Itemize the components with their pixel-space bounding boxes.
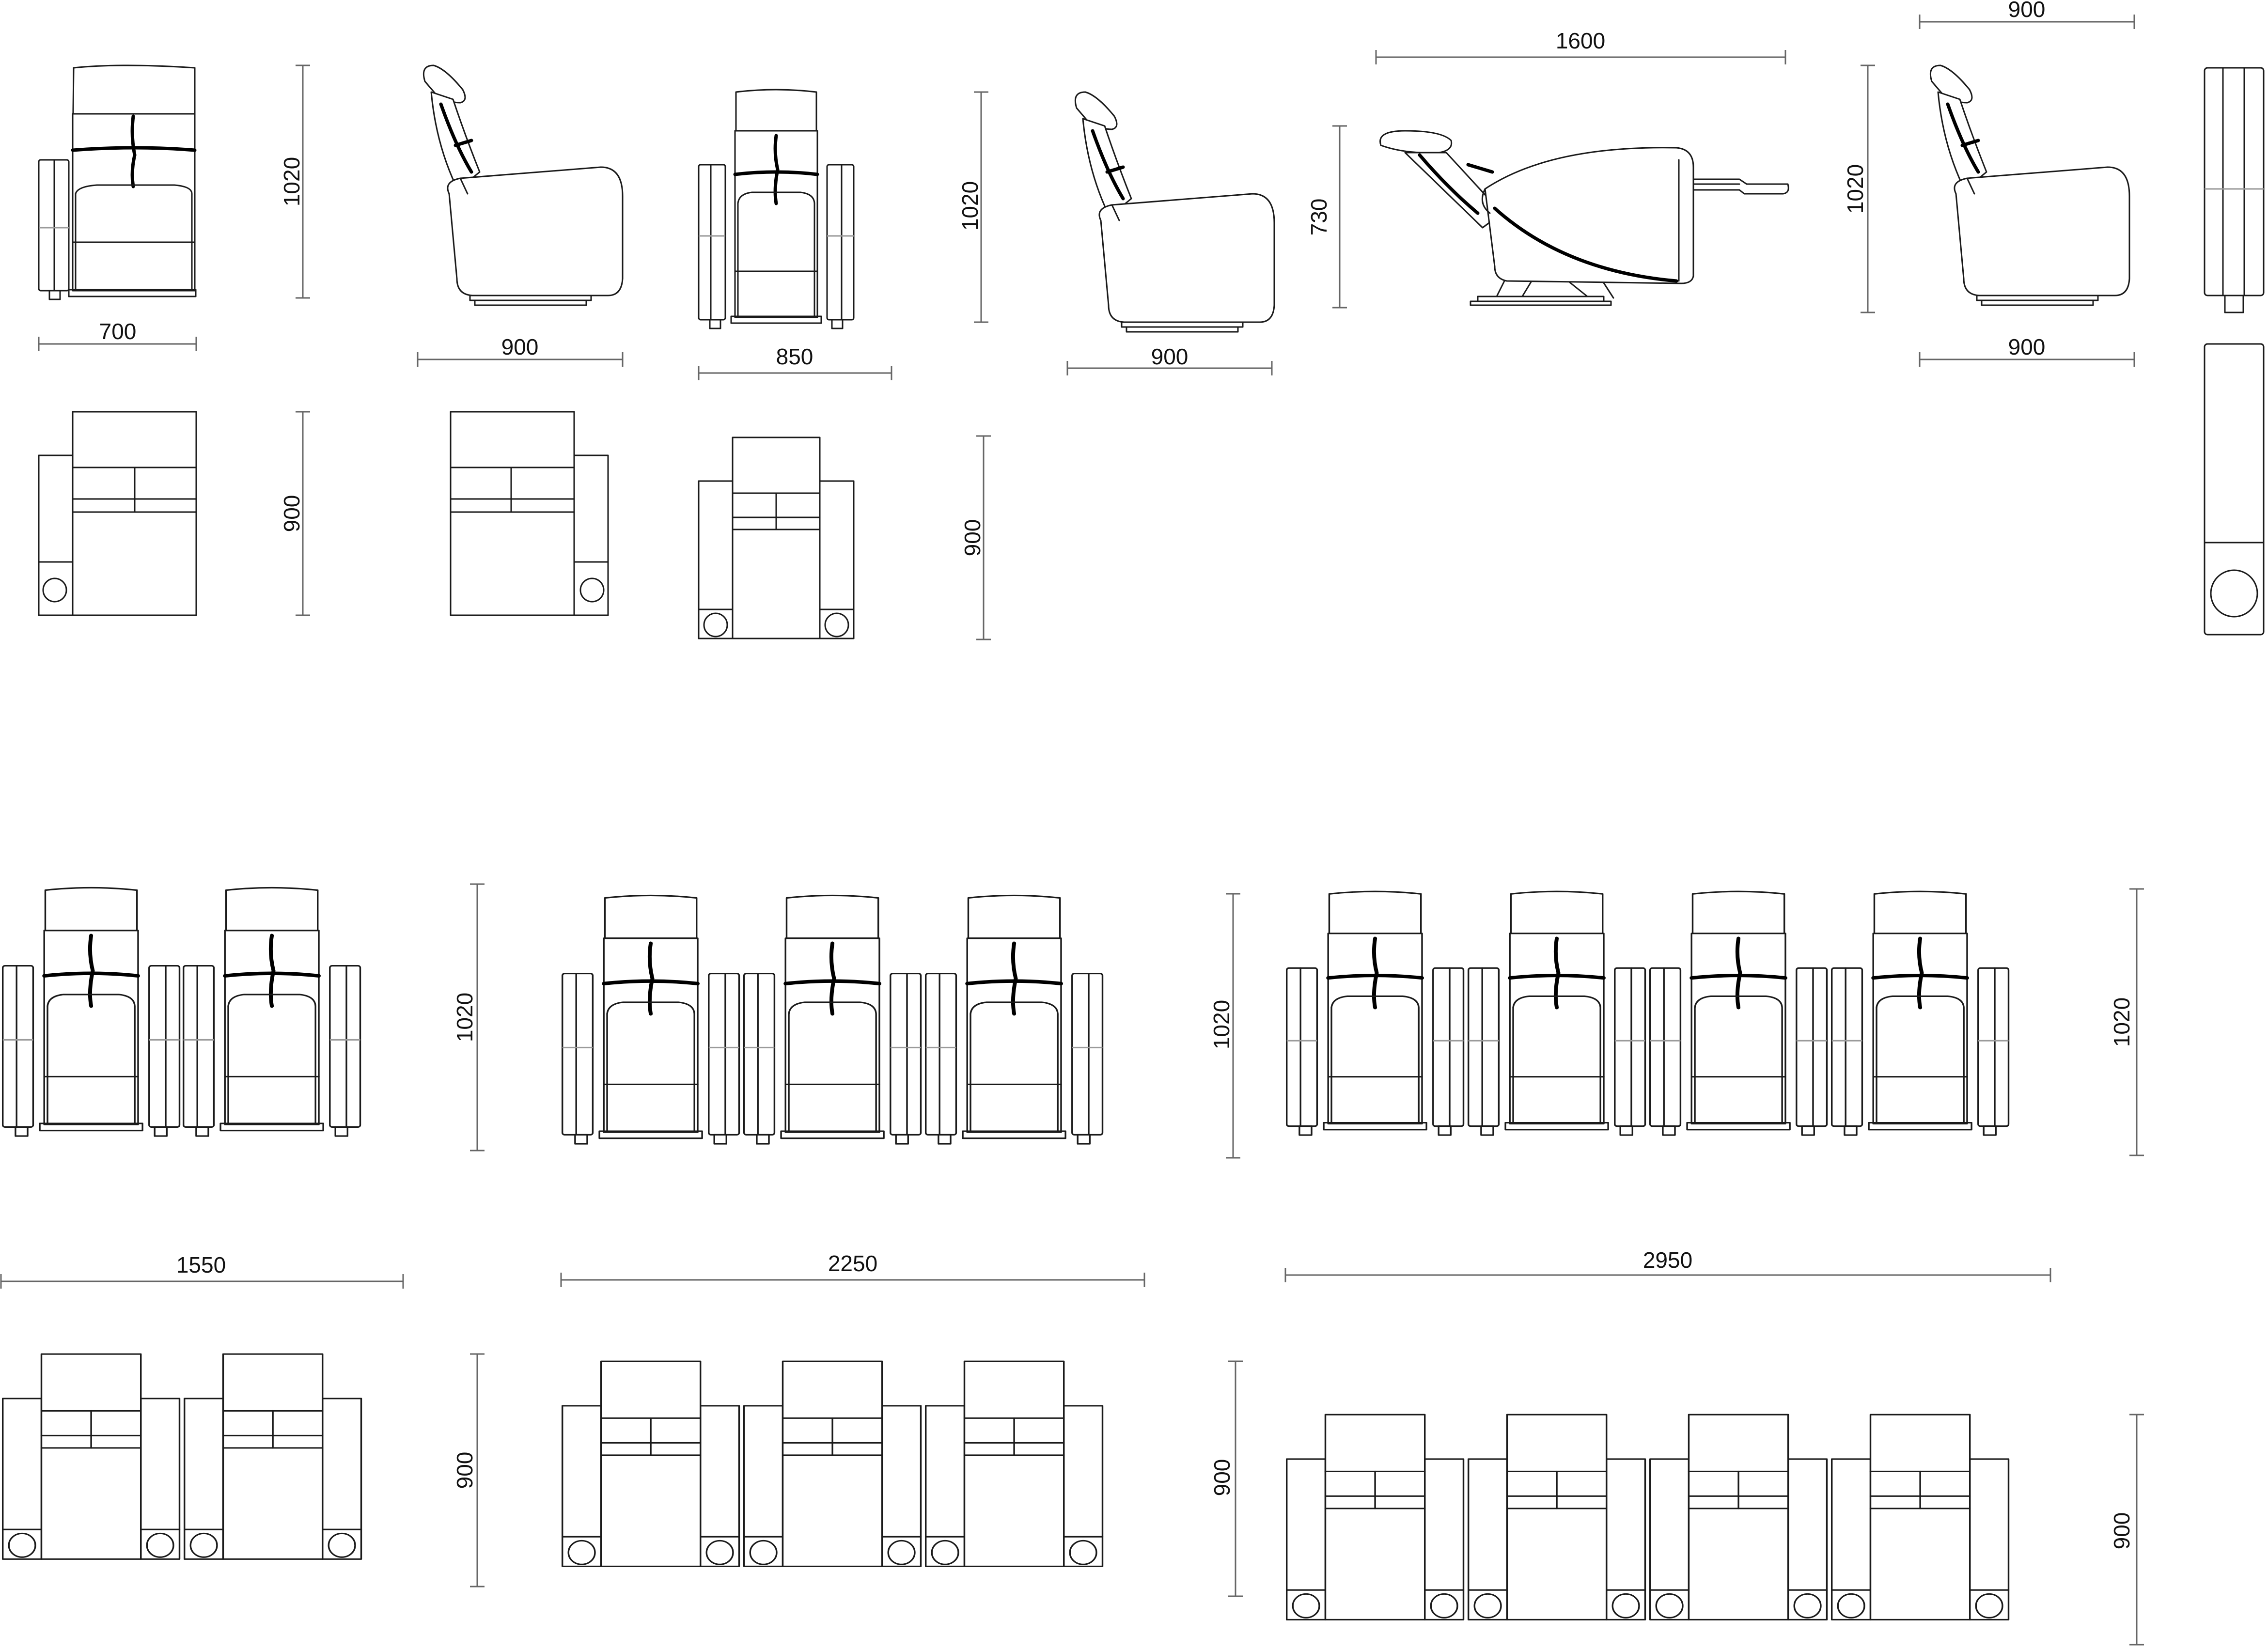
dimension-width-700: 700: [38, 319, 197, 351]
svg-text:900: 900: [2008, 334, 2046, 359]
svg-text:900: 900: [452, 1452, 477, 1489]
dimension-width-2250: 2250: [560, 1251, 1145, 1287]
dimension-height-1020: 1020: [1843, 64, 1875, 313]
dimension-depth-900: 900: [279, 411, 310, 616]
dimension-depth-900: 900: [417, 334, 624, 367]
armrest-side-detail: [2204, 67, 2265, 313]
dimension-depth-900: 900: [960, 435, 991, 640]
seat-side-elevation: [423, 65, 623, 305]
svg-text:900: 900: [2109, 1512, 2134, 1550]
dimension-height-1020: 1020: [2109, 888, 2144, 1156]
single-seat-plan-view-left-arm: [38, 411, 197, 616]
three-seater-front-elevation: [563, 895, 1103, 1144]
dimension-height-1020: 1020: [452, 883, 485, 1152]
armrest-plan-detail: [2204, 343, 2265, 636]
dimension-depth-900-top: 900: [1919, 0, 2135, 29]
svg-text:2250: 2250: [828, 1251, 877, 1276]
dimension-length-1600: 1600: [1375, 28, 1786, 64]
svg-text:1020: 1020: [1209, 1000, 1234, 1049]
svg-text:900: 900: [1151, 344, 1189, 369]
seat-side-elevation: [1075, 92, 1274, 332]
two-seater-plan-view: [1, 1353, 362, 1560]
svg-text:1020: 1020: [1843, 164, 1868, 214]
dimension-depth-900: 900: [2109, 1414, 2144, 1646]
dimension-depth-900: 900: [1066, 344, 1273, 375]
svg-text:730: 730: [1306, 199, 1331, 236]
svg-text:1020: 1020: [957, 181, 983, 231]
dimension-height-730: 730: [1306, 125, 1347, 309]
dimension-depth-900: 900: [1919, 334, 2135, 367]
two-seater-front-elevation: [3, 887, 360, 1136]
four-seater-plan-view: [1285, 1414, 2010, 1621]
svg-text:900: 900: [2008, 0, 2046, 22]
four-seater-front-elevation: [1287, 891, 2009, 1135]
seat-side-elevation: [1930, 65, 2129, 305]
svg-text:1600: 1600: [1556, 28, 1605, 53]
dimension-height-1020: 1020: [1209, 893, 1240, 1159]
svg-text:1020: 1020: [2109, 997, 2134, 1047]
dimension-depth-900: 900: [452, 1353, 485, 1588]
svg-text:900: 900: [279, 495, 304, 532]
three-seater-plan-view: [561, 1360, 1104, 1568]
svg-text:1020: 1020: [279, 157, 304, 206]
dimension-width-2950: 2950: [1284, 1247, 2051, 1282]
dimension-width-850: 850: [698, 344, 892, 380]
svg-text:900: 900: [501, 334, 539, 359]
single-seat-front-elevation: [38, 64, 197, 300]
single-seat-plan-view-right-arm: [450, 411, 609, 616]
svg-text:2950: 2950: [1643, 1247, 1692, 1273]
dimension-depth-900: 900: [1209, 1360, 1243, 1597]
single-seat-plan-view-two-arm: [698, 436, 855, 639]
svg-text:900: 900: [960, 519, 985, 557]
dimension-height-1020: 1020: [957, 91, 988, 323]
reclined-seat-side-elevation: [1379, 130, 1789, 306]
svg-text:900: 900: [1209, 1459, 1235, 1496]
svg-text:850: 850: [776, 344, 813, 369]
dimension-width-1550: 1550: [0, 1252, 404, 1289]
single-seat-two-arm-front-elevation: [699, 90, 854, 328]
svg-text:1020: 1020: [452, 993, 477, 1042]
svg-text:700: 700: [99, 319, 137, 344]
dimension-height-1020: 1020: [279, 64, 310, 299]
svg-text:1550: 1550: [176, 1252, 226, 1277]
